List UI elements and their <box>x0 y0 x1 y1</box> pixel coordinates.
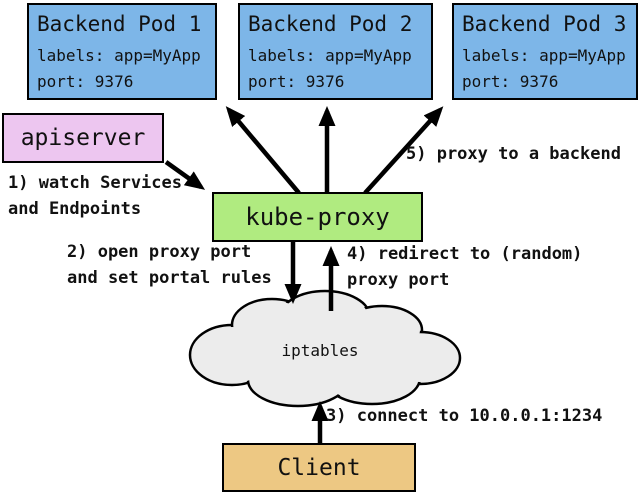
iptables-cloud <box>188 289 462 408</box>
backend-pod-3-labels: labels: app=MyApp <box>462 46 626 65</box>
arrow-kubeproxy-to-pod3 <box>363 106 444 195</box>
annotation-step-3: 3) connect to 10.0.0.1:1234 <box>326 406 603 426</box>
backend-pod-2-port: port: 9376 <box>248 72 345 91</box>
client-box: Client <box>222 443 416 492</box>
backend-pod-2-labels: labels: app=MyApp <box>248 46 412 65</box>
arrow-kubeproxy-to-pod1 <box>225 106 301 195</box>
arrow-apiserver-to-kubeproxy <box>164 160 206 190</box>
backend-pod-3-title: Backend Pod 3 <box>462 12 627 36</box>
annotation-step-4: 4) redirect to (random) proxy port <box>347 244 583 290</box>
kube-proxy-label: kube-proxy <box>245 203 390 231</box>
apiserver-label: apiserver <box>20 125 146 151</box>
kube-proxy-box: kube-proxy <box>212 192 423 242</box>
iptables-label: iptables <box>281 341 359 360</box>
backend-pod-2-title: Backend Pod 2 <box>248 12 413 36</box>
backend-pod-2-box: Backend Pod 2 labels: app=MyApp port: 93… <box>238 3 433 100</box>
backend-pod-3-port: port: 9376 <box>462 72 559 91</box>
backend-pod-3-box: Backend Pod 3 labels: app=MyApp port: 93… <box>452 3 638 100</box>
annotation-step-5: 5) proxy to a backend <box>406 144 621 164</box>
annotation-step-1: 1) watch Services and Endpoints <box>8 173 182 219</box>
backend-pod-1-box: Backend Pod 1 labels: app=MyApp port: 93… <box>27 3 217 100</box>
annotation-step-2: 2) open proxy port and set portal rules <box>67 242 272 288</box>
client-label: Client <box>277 454 361 481</box>
apiserver-box: apiserver <box>2 113 164 163</box>
backend-pod-1-port: port: 9376 <box>37 72 134 91</box>
backend-pod-1-title: Backend Pod 1 <box>37 12 202 36</box>
backend-pod-1-labels: labels: app=MyApp <box>37 46 201 65</box>
